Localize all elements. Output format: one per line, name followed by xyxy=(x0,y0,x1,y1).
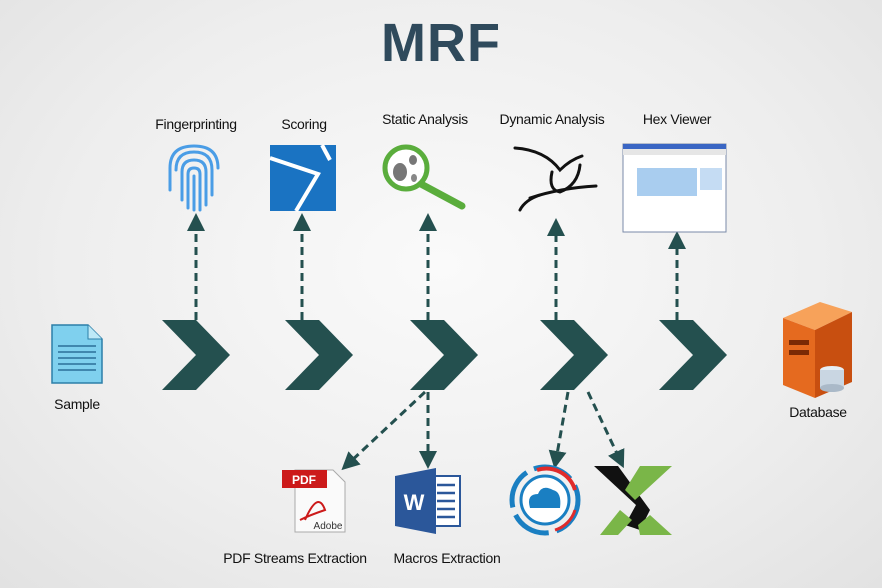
database-label: Database xyxy=(789,404,847,420)
chevron-4 xyxy=(540,320,608,390)
database-server-icon xyxy=(783,302,852,398)
svg-text:PDF: PDF xyxy=(292,473,316,487)
sample-label: Sample xyxy=(54,396,100,412)
cloud-sandbox-icon xyxy=(509,464,581,536)
arrow-to-x xyxy=(586,391,625,469)
svg-text:W: W xyxy=(404,490,425,515)
arrow-to-pdf xyxy=(341,390,427,471)
stage-label-scoring: Scoring xyxy=(281,116,327,132)
output-label-macros: Macros Extraction xyxy=(393,550,501,566)
chevron-3 xyxy=(410,320,478,390)
x-logo-icon xyxy=(594,466,672,535)
pdf-adobe-icon: PDF Adobe xyxy=(282,469,346,533)
svg-text:Adobe: Adobe xyxy=(314,521,343,532)
roadrunner-bird-icon xyxy=(513,146,598,212)
chevron-1 xyxy=(162,320,230,390)
stage-label-hex-viewer: Hex Viewer xyxy=(642,111,712,127)
output-label-pdf: PDF Streams Extraction xyxy=(223,550,367,566)
arrow-to-cloud xyxy=(548,391,570,469)
chevron-2 xyxy=(285,320,353,390)
chevron-5 xyxy=(659,320,727,390)
scoring-logo-icon xyxy=(269,144,336,213)
magnifier-bugs-icon xyxy=(382,144,466,210)
stage-label-static-analysis: Static Analysis xyxy=(382,111,468,127)
stage-label-dynamic-analysis: Dynamic Analysis xyxy=(499,111,605,127)
fingerprint-icon xyxy=(168,144,220,212)
document-icon xyxy=(51,324,103,384)
word-icon: W xyxy=(395,468,461,534)
hex-viewer-screenshot-icon xyxy=(622,143,727,233)
page-title: MRF xyxy=(381,13,501,73)
stage-label-fingerprinting: Fingerprinting xyxy=(155,116,237,132)
